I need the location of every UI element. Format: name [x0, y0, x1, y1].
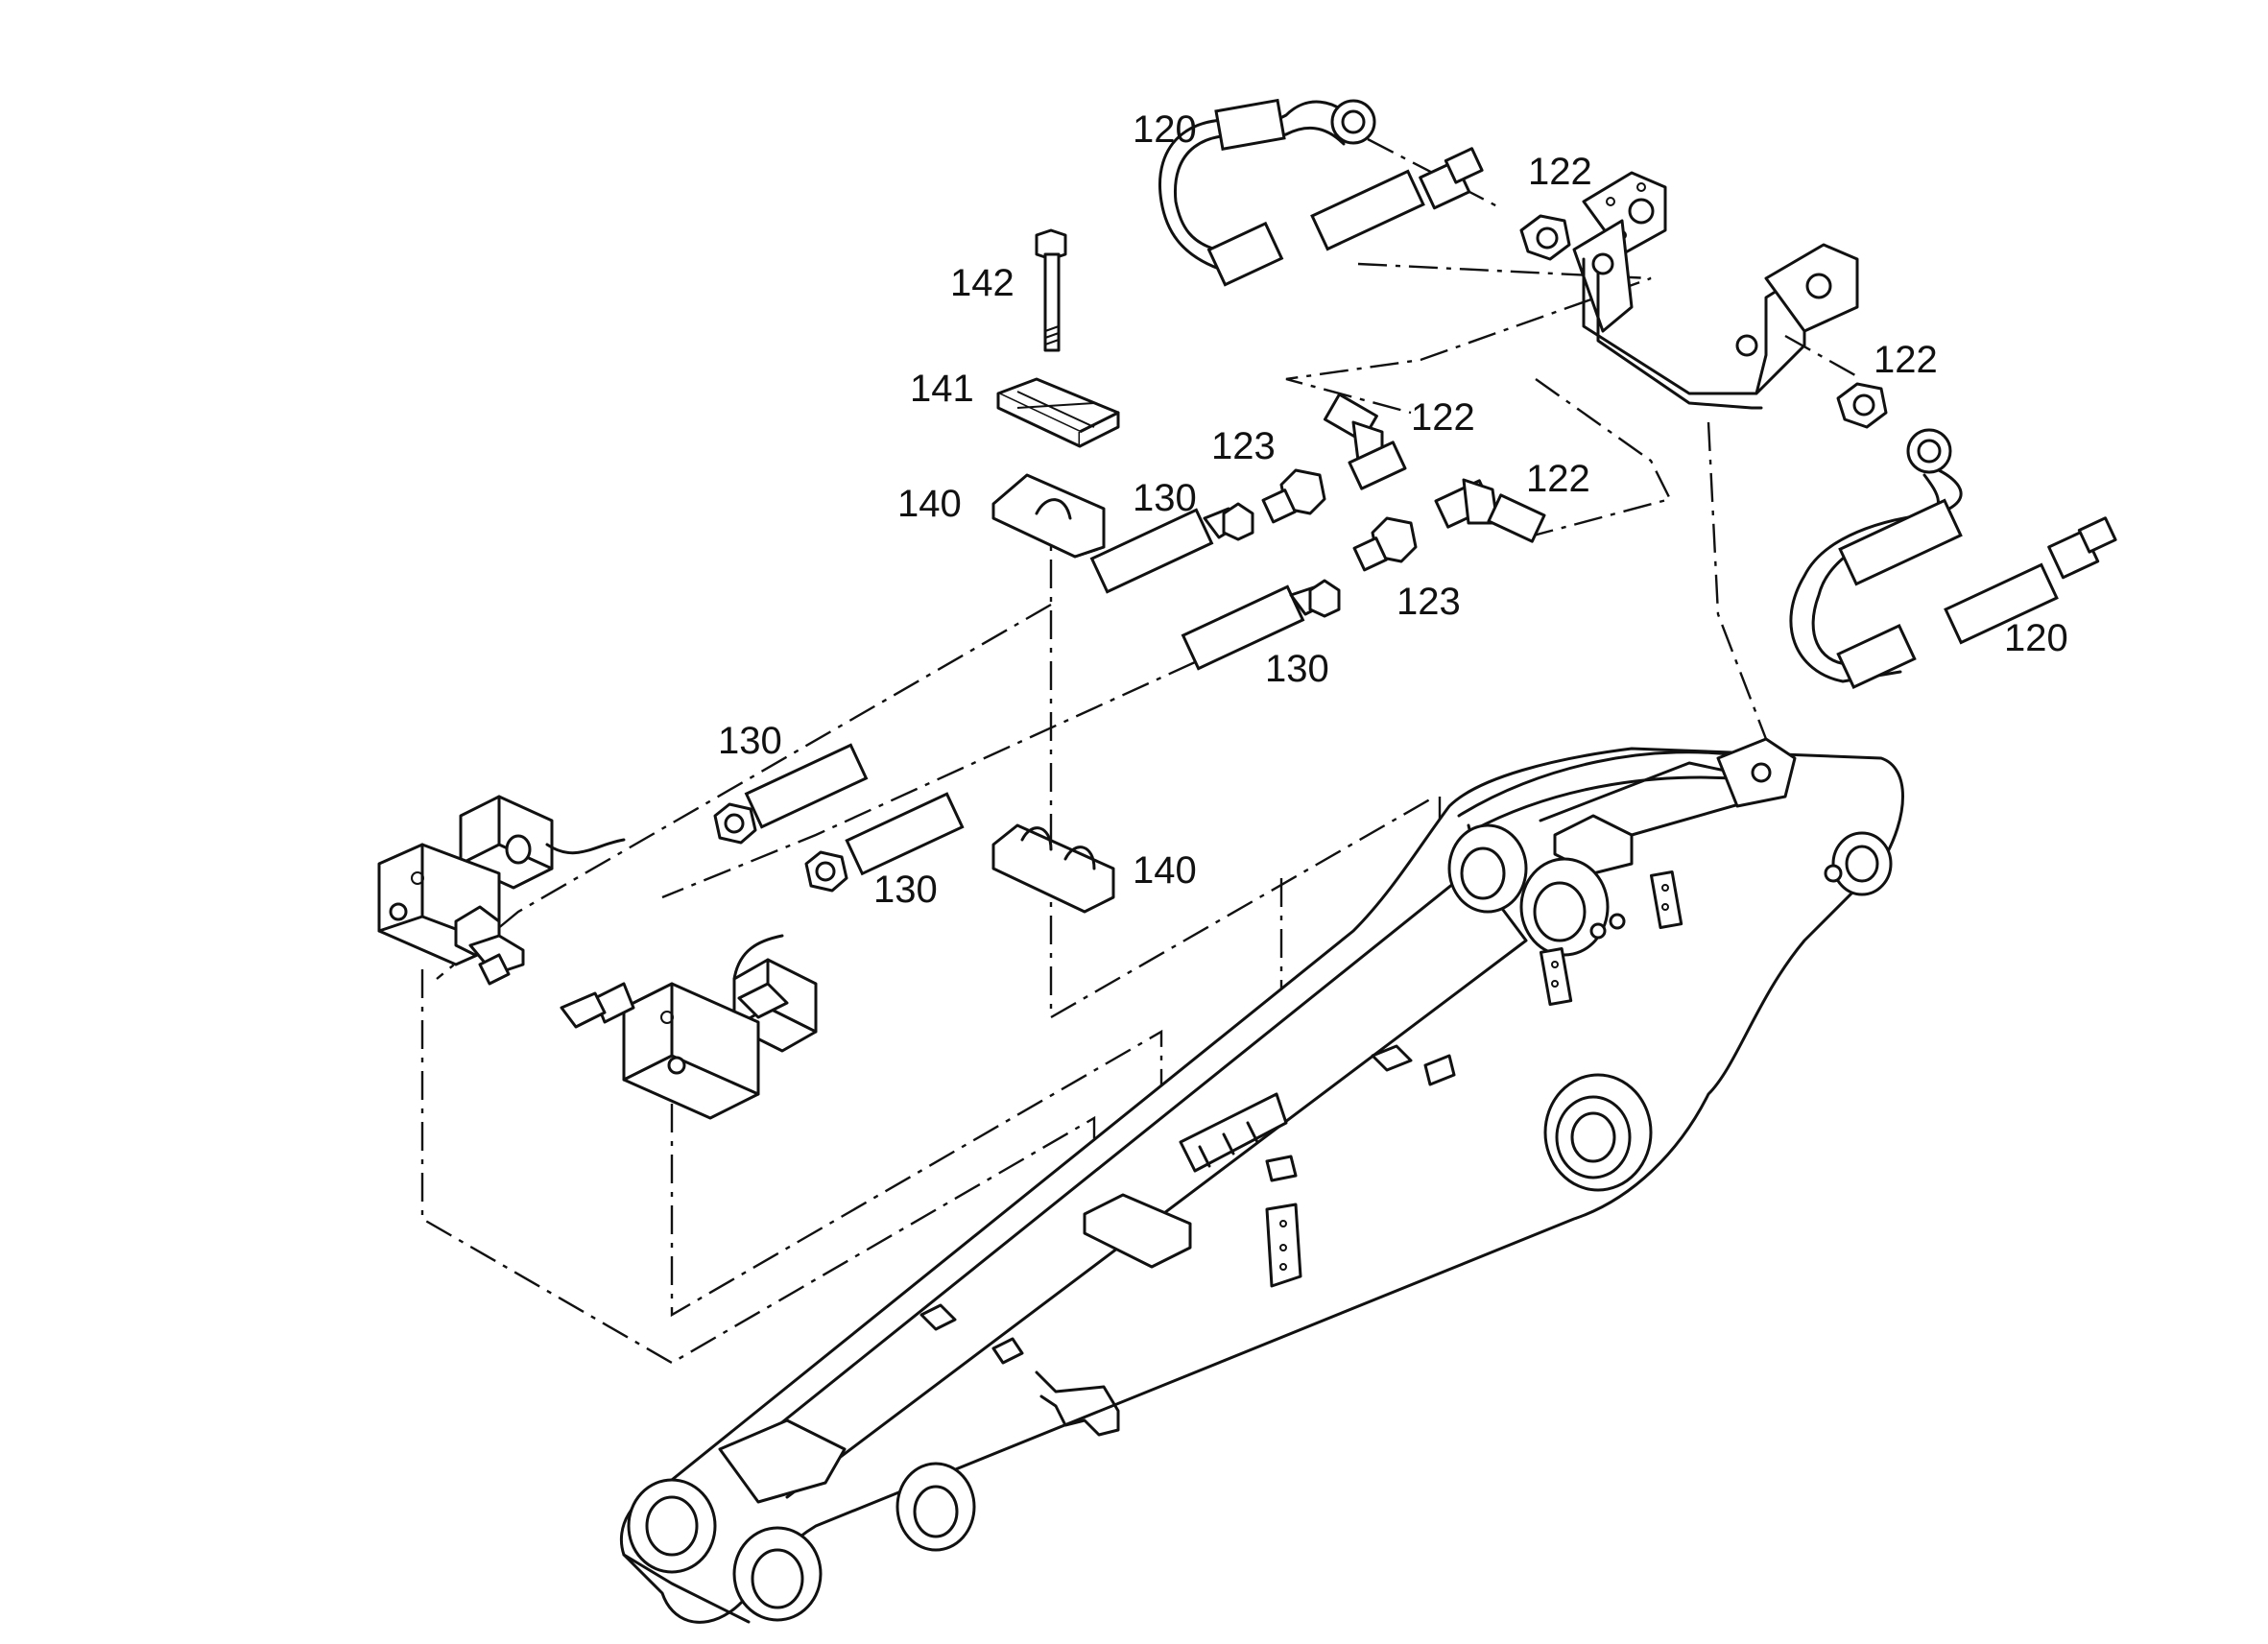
valve-block-lower	[560, 934, 818, 1120]
elbow-fitting-122-lower	[1434, 478, 1546, 543]
callout-130-lower: 130	[873, 869, 938, 911]
mounting-bracket	[1572, 171, 1859, 410]
hose-130-mid	[1181, 579, 1341, 671]
boom-arm	[619, 737, 1904, 1624]
valve-block-upper	[377, 795, 626, 986]
callout-141: 141	[910, 368, 974, 410]
callout-142: 142	[950, 262, 1015, 304]
adapter-123-upper	[1261, 468, 1326, 524]
callout-123-upper: 123	[1211, 425, 1276, 467]
adapter-123-lower	[1352, 516, 1418, 572]
callout-122-right: 122	[1874, 339, 1938, 381]
clamp-140-upper	[991, 473, 1106, 559]
bolt-142	[1035, 228, 1067, 352]
clamp-140-lower	[991, 823, 1115, 914]
nut-122-top	[1519, 214, 1571, 261]
callout-122-top: 122	[1528, 151, 1592, 193]
callout-140-lower: 140	[1133, 849, 1197, 892]
hose-130-upper	[1089, 502, 1254, 594]
callout-120-right: 120	[2004, 617, 2068, 659]
callout-130-mid: 130	[1265, 648, 1329, 690]
hose-130-left	[713, 743, 869, 845]
hydraulic-hose-120-right	[1789, 428, 2117, 690]
callout-130-left: 130	[718, 720, 782, 762]
callout-122-elbow-lower: 122	[1526, 458, 1590, 500]
callout-labels: 120 122 142 141 122 123 140 130 122 122 …	[718, 108, 2068, 911]
plate-141	[996, 377, 1120, 448]
callout-130-upper: 130	[1133, 477, 1197, 519]
callout-140-upper: 140	[897, 483, 962, 525]
callout-123-lower: 123	[1397, 581, 1461, 623]
elbow-fitting-122-upper	[1323, 393, 1407, 490]
callout-120-top: 120	[1133, 108, 1197, 151]
hose-130-lower	[804, 792, 965, 893]
callout-122-elbow-upper: 122	[1411, 396, 1475, 439]
hydraulic-hose-120-top	[1158, 98, 1484, 287]
nut-122-right	[1836, 382, 1888, 429]
